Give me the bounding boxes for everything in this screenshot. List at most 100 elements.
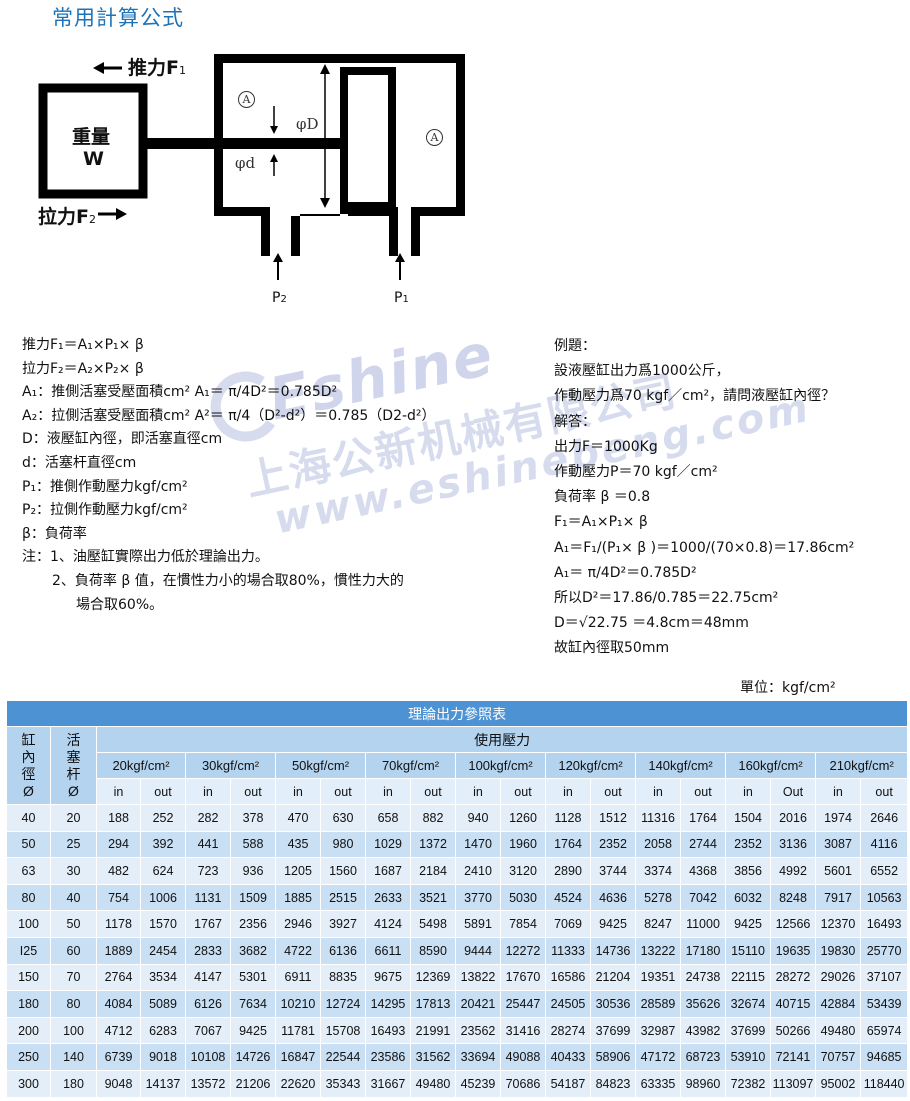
pressure-column-header: 140kgf/cm²	[635, 752, 726, 779]
force-cell: 32674	[725, 990, 771, 1018]
formula-line: 推力F₁＝A₁×P₁× β	[22, 337, 144, 353]
force-cell: 23562	[455, 1016, 501, 1045]
force-cell: 35343	[320, 1069, 366, 1098]
force-cell: 40715	[770, 990, 816, 1018]
bore-cell: 250	[6, 1043, 51, 1071]
pull-force-subscript: 2	[88, 213, 96, 226]
rod-cell: 30	[50, 857, 97, 885]
force-cell: 2352	[590, 830, 636, 859]
force-cell: 35626	[680, 990, 726, 1018]
force-cell: 19635	[770, 936, 816, 965]
formula-line: A₂：拉側活塞受壓面積cm² A²＝ π/4（D²-d²）＝0.785（D2-d…	[22, 407, 436, 424]
force-cell: 33694	[455, 1043, 501, 1071]
force-cell: 21991	[410, 1016, 456, 1045]
force-cell: 13822	[455, 963, 501, 992]
force-cell: 21206	[230, 1069, 276, 1098]
direction-subheader: out	[140, 778, 186, 805]
force-cell: 14295	[365, 990, 411, 1018]
force-cell: 14137	[140, 1069, 186, 1098]
phi-small-d-label: φd	[235, 154, 256, 172]
force-cell: 1960	[500, 830, 546, 859]
force-cell: 28272	[770, 963, 816, 992]
force-cell: 8247	[635, 910, 681, 938]
example-line: 例題：	[554, 338, 596, 354]
weight-symbol: W	[83, 148, 104, 170]
force-cell: 6611	[365, 936, 411, 965]
force-cell: 30536	[590, 990, 636, 1018]
bore-cell: 50	[6, 830, 51, 859]
force-cell: 58906	[590, 1043, 636, 1071]
direction-subheader: in	[635, 778, 681, 805]
force-cell: 8835	[320, 963, 366, 992]
force-cell: 3521	[410, 883, 456, 912]
force-cell: 11333	[545, 936, 591, 965]
force-cell: 8590	[410, 936, 456, 965]
direction-subheader: out	[500, 778, 546, 805]
force-cell: 2184	[410, 857, 456, 885]
force-cell: 4084	[96, 990, 141, 1018]
force-cell: 13222	[635, 936, 681, 965]
force-cell: 6739	[96, 1043, 141, 1071]
pressure-column-header: 100kgf/cm²	[455, 752, 546, 779]
force-cell: 45239	[455, 1069, 501, 1098]
force-cell: 68723	[680, 1043, 726, 1071]
rod-cell: 50	[50, 910, 97, 938]
example-line: F₁＝A₁×P₁× β	[554, 514, 648, 531]
pull-force-label: 拉力F2	[38, 206, 96, 228]
force-cell: 940	[455, 804, 501, 832]
force-cell: 658	[365, 804, 411, 832]
force-cell: 1006	[140, 883, 186, 912]
force-cell: 7634	[230, 990, 276, 1018]
example-line: 故缸內徑取50mm	[554, 640, 670, 657]
bore-cell: 80	[6, 883, 51, 912]
direction-subheader: out	[230, 778, 276, 805]
force-cell: 10210	[275, 990, 321, 1018]
example-line: 所以D²＝17.86/0.785＝22.75cm²	[554, 590, 779, 607]
force-cell: 1509	[230, 883, 276, 912]
cylinder-drawing	[38, 54, 465, 280]
force-cell: 28274	[545, 1016, 591, 1045]
force-cell: 9425	[590, 910, 636, 938]
pressure-column-header: 120kgf/cm²	[545, 752, 636, 779]
force-cell: 17670	[500, 963, 546, 992]
force-cell: 12272	[500, 936, 546, 965]
direction-subheader: out	[859, 778, 909, 805]
force-cell: 2764	[96, 963, 141, 992]
force-cell: 70757	[815, 1043, 861, 1071]
formula-line: d：活塞杆直徑cm	[22, 454, 137, 471]
force-cell: 53910	[725, 1043, 771, 1071]
force-cell: 14726	[230, 1043, 276, 1071]
direction-subheader: Out	[770, 778, 816, 805]
force-cell: 1029	[365, 830, 411, 859]
force-cell: 70686	[500, 1069, 546, 1098]
force-cell: 7042	[680, 883, 726, 912]
col-bore-header: 缸內徑Ø	[6, 726, 51, 805]
force-cell: 7069	[545, 910, 591, 938]
force-cell: 1767	[185, 910, 231, 938]
force-cell: 5601	[815, 857, 861, 885]
force-cell: 42884	[815, 990, 861, 1018]
formula-line: P₂：拉側作動壓力kgf/cm²	[22, 502, 188, 519]
force-cell: 17180	[680, 936, 726, 965]
force-cell: 9425	[230, 1016, 276, 1045]
force-cell: 3136	[770, 830, 816, 859]
force-cell: 1687	[365, 857, 411, 885]
rod-cell: 140	[50, 1043, 97, 1071]
force-cell: 65974	[859, 1016, 909, 1045]
force-cell: 50266	[770, 1016, 816, 1045]
force-cell: 2633	[365, 883, 411, 912]
force-cell: 16586	[545, 963, 591, 992]
pressure-column-header: 20kgf/cm²	[96, 752, 186, 779]
force-cell: 4712	[96, 1016, 141, 1045]
force-cell: 2946	[275, 910, 321, 938]
force-cell: 980	[320, 830, 366, 859]
example-line: A₁＝ π/4D²＝0.785D²	[554, 564, 697, 581]
force-cell: 1372	[410, 830, 456, 859]
force-cell: 3856	[725, 857, 771, 885]
force-cell: 49088	[500, 1043, 546, 1071]
pressure-column-header: 50kgf/cm²	[275, 752, 366, 779]
force-cell: 392	[140, 830, 186, 859]
push-force-label: 推力F1	[128, 57, 186, 79]
